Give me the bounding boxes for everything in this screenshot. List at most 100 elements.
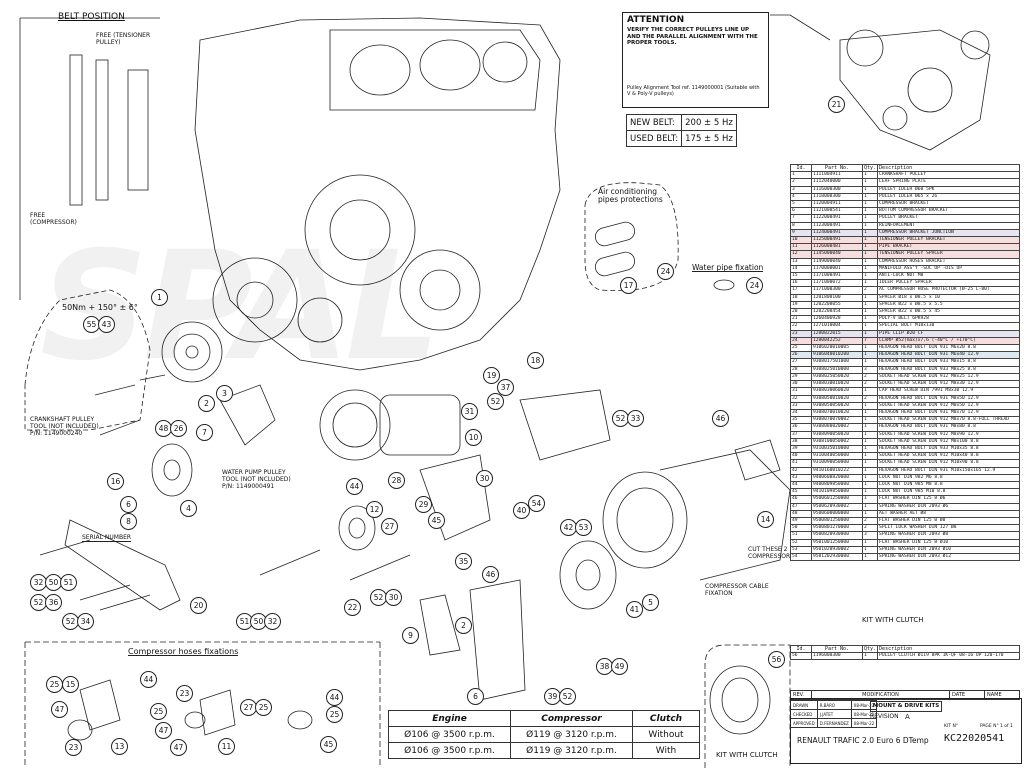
bom-cell-id: 27 — [790, 358, 812, 367]
callout: 1 — [151, 289, 168, 306]
callout: 31 — [461, 403, 478, 420]
free-compressor-label: FREE (COMPRESSOR) — [30, 212, 77, 226]
bom-cell-qty: 1 — [861, 552, 879, 562]
callout: 7 — [196, 424, 213, 441]
tb-page: 1 of 1 — [1000, 724, 1013, 729]
bom-cell-part: 9308050010020 — [811, 394, 863, 403]
bom-cell-desc: LOCK NUT DIN 985 M10 8.8 — [877, 488, 1020, 497]
bom-cell-part: 1202208055 — [811, 300, 863, 310]
bom-cell-desc: SPRING WASHER DIN 2093 Ø6 — [877, 502, 1020, 511]
bom-cell-desc: SOCKET HEAD SCREW DIN 912 M8x50 12.9 — [877, 401, 1020, 410]
water-pipe-label: Water pipe fixation — [692, 263, 764, 272]
bom-cell-desc: BOTTOM COMPRESSOR BRACKET — [877, 207, 1020, 216]
bom-header-part: Part No. — [811, 163, 863, 173]
spec-clutch: Without — [632, 726, 700, 743]
bom-cell-qty: 1 — [861, 437, 879, 446]
bom-cell-id: 8 — [790, 221, 812, 230]
bom-cell-desc: PULLEY IDLER Ø65 x 26 — [877, 192, 1020, 202]
callout: 17 — [620, 277, 637, 294]
bom-cell-qty: 2 — [861, 394, 879, 403]
tb-date: DATE — [949, 690, 985, 700]
bom-cell-id: 40 — [790, 452, 812, 461]
spec-header-compressor: Compressor — [510, 710, 633, 727]
clutch-header-qty: Qty. — [861, 644, 879, 654]
callout: 37 — [497, 379, 514, 396]
tb-kit-no-label: KIT N° — [944, 724, 959, 729]
bom-cell-qty: 1 — [861, 236, 879, 245]
callout: 12 — [366, 501, 383, 518]
callout: 45 — [428, 512, 445, 529]
callout: 13 — [111, 738, 128, 755]
bom-cell-id: 44 — [790, 480, 812, 490]
bom-cell-id: 47 — [790, 502, 812, 511]
clutch-cell-qty: 1 — [861, 652, 879, 661]
bom-cell-id: 37 — [790, 430, 812, 439]
water-pump-tool-label: WATER PUMP PULLEY TOOL (NOT INCLUDED) P/… — [222, 469, 291, 490]
bom-cell-id: 23 — [790, 329, 812, 338]
crankshaft-tool-label: CRANKSHAFT PULLEY TOOL (NOT INCLUDED) P/… — [30, 416, 99, 437]
bom-cell-qty: 1 — [861, 452, 879, 461]
bom-cell-desc: HEXAGON HEAD BOLT DIN 931 M8x70 12.9 — [877, 408, 1020, 418]
bom-cell-desc: SPACER Ø22 x Ø8.5 x 45 — [877, 308, 1020, 317]
bom-cell-part: 1280022015 — [811, 329, 863, 338]
bom-cell-part: 9410160010222 — [811, 466, 863, 475]
clutch-header-part: Part No. — [811, 644, 863, 654]
bom-cell-qty: 1 — [861, 300, 879, 310]
bom-cell-desc: SOCKET HEAD SCREW DIN 912 M10x40 8.8 — [877, 452, 1020, 461]
bom-cell-id: 19 — [790, 300, 812, 310]
bom-cell-desc: PIPE CLIP Ø20 CF — [877, 329, 1020, 338]
bom-cell-id: 22 — [790, 322, 812, 331]
compressor-cable-label: COMPRESSOR CABLE FIXATION — [705, 583, 769, 597]
bom-cell-desc: HEXAGON HEAD BOLT DIN 931 M8x80 8.8 — [877, 423, 1020, 432]
clutch-bom-header-row: Id. Part No. Qty. Description — [790, 644, 1020, 654]
bom-cell-id: 30 — [790, 380, 812, 389]
clutch-cell-part: 1196000300 — [811, 652, 863, 661]
bom-cell-part: 9106040010200 — [811, 351, 863, 360]
bom-cell-id: 31 — [790, 387, 812, 396]
bom-cell-part: 9308080020002 — [811, 423, 863, 432]
callout: 46 — [482, 566, 499, 583]
bom-cell-part: 1124000491 — [811, 228, 863, 238]
bom-cell-desc: CAP HEAD SCREW DIN 7991 M8x30 12.9 — [877, 387, 1020, 396]
tb-name: NAME — [984, 690, 1020, 700]
bom-cell-qty: 1 — [861, 401, 879, 410]
bom-cell-qty: 2 — [861, 380, 879, 389]
bom-header-qty: Qty. — [861, 163, 879, 173]
bom-cell-part: 1280042252 — [811, 336, 863, 346]
spec-compressor: Ø119 @ 3120 r.p.m. — [510, 726, 633, 743]
bom-cell-desc: SOCKET HEAD SCREW DIN 912 M8x25 12.9 — [877, 372, 1020, 382]
bom-cell-qty: 3 — [861, 531, 879, 540]
bom-cell-qty: 1 — [861, 178, 879, 187]
bom-cell-id: 35 — [790, 416, 812, 425]
attention-title: ATTENTION — [627, 15, 685, 25]
bom-cell-desc: PIPE BRACKET — [877, 243, 1020, 252]
bom-cell-part: 1171000300 — [811, 286, 863, 295]
bom-cell-part: 9500620930002 — [811, 502, 863, 511]
free-tensioner-label: FREE (TENSIONER PULLEY) — [96, 32, 151, 46]
belt-position-title: BELT POSITION — [58, 12, 125, 22]
bom-cell-desc: LOCK NUT DIN 985 M8 8.8 — [877, 480, 1020, 490]
bom-cell-qty: 1 — [861, 444, 879, 454]
bom-cell-desc: HEXAGON HEAD BOLT DIN 933 M10x35 8.8 — [877, 444, 1020, 454]
bom-cell-part: 9308030010020 — [811, 380, 863, 389]
clutch-header-desc: Description — [877, 644, 1020, 654]
bom-cell-qty: 1 — [861, 466, 879, 475]
bom-cell-id: 5 — [790, 200, 812, 209]
bom-cell-qty: 1 — [861, 502, 879, 511]
clutch-cell-id: 56 — [790, 652, 812, 661]
bom-cell-desc: HEXAGON HEAD BOLT DIN 931 M6x20 8.8 — [877, 344, 1020, 353]
bom-cell-qty: 2 — [861, 516, 879, 526]
bom-cell-part: 9410109850000 — [811, 488, 863, 497]
